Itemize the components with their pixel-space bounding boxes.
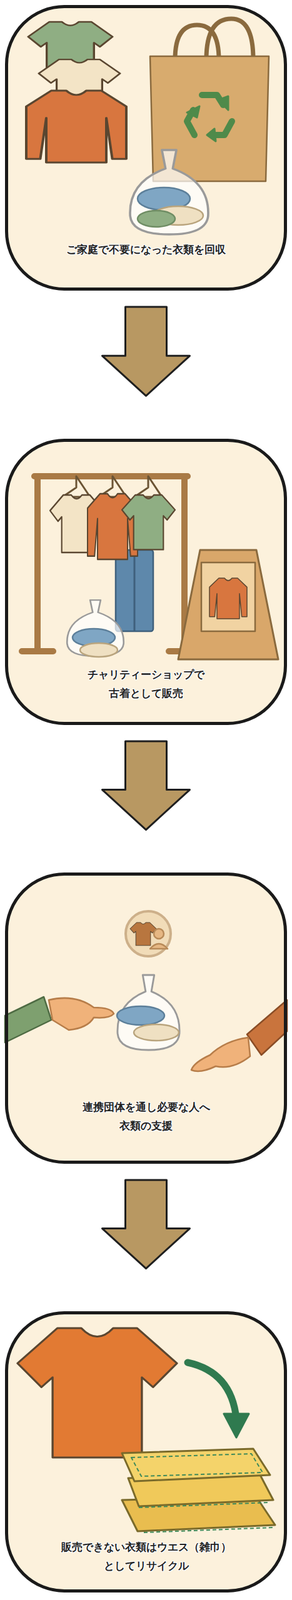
flow-arrow xyxy=(102,741,191,831)
step-label: チャリティーショップで 古着として販売 xyxy=(74,665,219,704)
support-illustration xyxy=(5,911,287,1072)
recycle-head xyxy=(218,96,229,111)
bag-handles xyxy=(175,18,254,60)
sign-sweater xyxy=(209,578,247,620)
aid-person xyxy=(150,944,168,950)
collect-illustration xyxy=(26,18,269,235)
orange-tshirt xyxy=(17,1328,177,1459)
aid-icon xyxy=(125,911,171,957)
cloth xyxy=(137,210,176,227)
orange-sleeve xyxy=(246,1000,287,1056)
shop-illustration xyxy=(21,476,279,660)
orange-sweater xyxy=(26,90,127,163)
step-label: 販売できない衣類はウエス（雑巾） としてリサイクル xyxy=(52,1538,241,1577)
step-label: 連携団体を通し必要な人へ 衣類の支援 xyxy=(71,1098,222,1137)
right-hand xyxy=(191,1037,251,1072)
jeans-seam xyxy=(133,556,136,632)
step-panel: チャリティーショップで 古着として販売 xyxy=(5,438,287,726)
aid-shirt xyxy=(130,922,157,947)
flow-arrow xyxy=(102,1180,191,1270)
jeans xyxy=(115,550,154,632)
curved-arrow xyxy=(187,1363,237,1420)
left-hand xyxy=(48,998,114,1031)
recycle-head xyxy=(206,128,216,142)
green-sleeve xyxy=(5,997,52,1043)
green-shirt xyxy=(121,495,176,550)
panel-ground xyxy=(6,6,285,290)
step-panel: 販売できない衣類はウエス（雑巾） としてリサイクル xyxy=(5,1311,287,1594)
sign-board xyxy=(178,550,279,660)
rag-stitching xyxy=(138,1503,274,1534)
panel-ground xyxy=(6,440,285,725)
rag-stitching xyxy=(131,1454,263,1477)
hangers xyxy=(62,476,162,498)
cloth xyxy=(80,643,118,658)
flow-arrow xyxy=(102,307,191,396)
panel-ground xyxy=(6,1313,285,1592)
curved-arrow-head xyxy=(223,1414,249,1439)
plastic-bag xyxy=(117,975,180,1051)
recycle-symbol xyxy=(186,95,232,142)
step-label: ご家庭で不要になった衣類を回収 xyxy=(52,240,241,260)
rag xyxy=(121,1449,271,1482)
step-panel: ご家庭で不要になった衣類を回収 xyxy=(5,5,287,291)
plastic-bag xyxy=(130,150,209,235)
cloth xyxy=(133,1024,179,1042)
step-panel: 連携団体を通し必要な人へ 衣類の支援 xyxy=(5,872,287,1165)
rag-illustration xyxy=(17,1328,276,1534)
plastic-bag xyxy=(66,600,124,657)
aid-person xyxy=(153,929,164,940)
panel-ground xyxy=(6,6,285,1592)
recycle-head xyxy=(186,106,200,118)
sign-panel xyxy=(201,562,256,632)
cloth xyxy=(116,1006,165,1026)
